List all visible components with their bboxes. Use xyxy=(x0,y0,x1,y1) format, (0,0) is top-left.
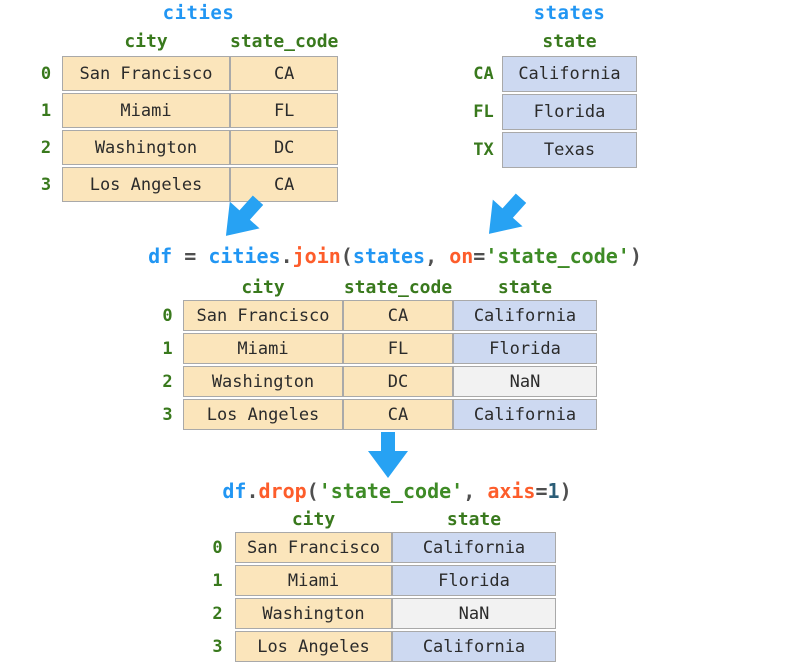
table-cell: California xyxy=(453,300,597,331)
arrow-down-left-icon xyxy=(473,184,536,248)
table-cell: CA xyxy=(343,399,453,430)
table-cell: San Francisco xyxy=(235,532,392,563)
table-cell: California xyxy=(453,399,597,430)
table-cell: San Francisco xyxy=(62,56,230,91)
code-token: states xyxy=(352,244,426,268)
row-index: 2 xyxy=(212,603,223,624)
table-cell: NaN xyxy=(392,598,556,629)
code-token: drop xyxy=(258,479,307,503)
index-corner xyxy=(30,28,62,54)
code-token: df xyxy=(148,244,173,268)
table-cell: Washington xyxy=(235,598,392,629)
table-cell: Los Angeles xyxy=(62,167,230,202)
table-cell: Miami xyxy=(235,565,392,596)
row-index: 1 xyxy=(40,100,52,121)
row-index: 2 xyxy=(162,371,173,392)
join-code-line: df = cities.join(states, on='state_code'… xyxy=(0,244,795,268)
index-corner xyxy=(465,28,502,54)
row-index: 3 xyxy=(40,174,52,195)
code-token: 1 xyxy=(547,479,560,503)
code-token: axis xyxy=(487,479,536,503)
row-index: 1 xyxy=(212,570,223,591)
table-cell: CA xyxy=(230,167,339,202)
code-token: ( xyxy=(340,244,353,268)
code-token: on xyxy=(449,244,474,268)
row-index: TX xyxy=(473,140,494,160)
code-token: = xyxy=(172,244,209,268)
table-cell: California xyxy=(392,532,556,563)
cities-table-title: cities xyxy=(162,2,235,24)
code-token: = xyxy=(473,244,486,268)
row-index: 2 xyxy=(40,137,52,158)
table-cell: Miami xyxy=(62,93,230,128)
table-cell: San Francisco xyxy=(183,300,343,331)
table-cell: Washington xyxy=(183,366,343,397)
column-header: state_code xyxy=(230,30,339,52)
code-token: df xyxy=(222,479,247,503)
column-header: state_code xyxy=(343,276,453,298)
column-header: city xyxy=(241,276,285,298)
column-header: city xyxy=(291,508,336,530)
table-cell: Los Angeles xyxy=(235,631,392,662)
arrow-down-icon xyxy=(367,432,409,478)
table-cell: Florida xyxy=(502,94,637,130)
table-cell: Washington xyxy=(62,130,230,165)
table-cell: DC xyxy=(343,366,453,397)
table-cell: FL xyxy=(230,93,339,128)
states-table-title: states xyxy=(533,2,606,24)
code-token: 'state_code' xyxy=(318,479,464,503)
column-header: state xyxy=(497,276,553,298)
table-cell: Florida xyxy=(392,565,556,596)
code-token: ( xyxy=(306,479,319,503)
table-cell: NaN xyxy=(453,366,597,397)
index-corner xyxy=(200,508,235,530)
drop-code-line: df.drop('state_code', axis=1) xyxy=(0,479,797,503)
arrow-down-left-icon xyxy=(210,186,273,250)
table-cell: CA xyxy=(230,56,339,91)
code-token: cities xyxy=(208,244,281,268)
row-index: 3 xyxy=(212,636,223,657)
index-corner xyxy=(152,276,183,298)
column-header: state xyxy=(446,508,502,530)
code-token: 'state_code' xyxy=(485,244,630,268)
table-cell: Los Angeles xyxy=(183,399,343,430)
code-token: , xyxy=(463,479,488,503)
table-cell: CA xyxy=(343,300,453,331)
code-token: ) xyxy=(559,479,572,503)
code-token: = xyxy=(535,479,548,503)
table-cell: Texas xyxy=(502,132,637,168)
code-token: join xyxy=(292,244,341,268)
table-cell: Florida xyxy=(453,333,597,364)
row-index: CA xyxy=(473,64,494,84)
code-token: . xyxy=(246,479,259,503)
row-index: 0 xyxy=(212,537,223,558)
table-cell: DC xyxy=(230,130,339,165)
table-cell: California xyxy=(502,56,637,92)
row-index: 0 xyxy=(40,63,52,84)
table-cell: FL xyxy=(343,333,453,364)
code-token: ) xyxy=(629,244,642,268)
row-index: 1 xyxy=(162,338,173,359)
table-cell: California xyxy=(392,631,556,662)
row-index: 0 xyxy=(162,305,173,326)
row-index: FL xyxy=(473,102,494,122)
code-token: , xyxy=(425,244,450,268)
code-token: . xyxy=(280,244,293,268)
row-index: 3 xyxy=(162,404,173,425)
table-cell: Miami xyxy=(183,333,343,364)
column-header: state xyxy=(542,30,597,52)
column-header: city xyxy=(124,30,168,52)
